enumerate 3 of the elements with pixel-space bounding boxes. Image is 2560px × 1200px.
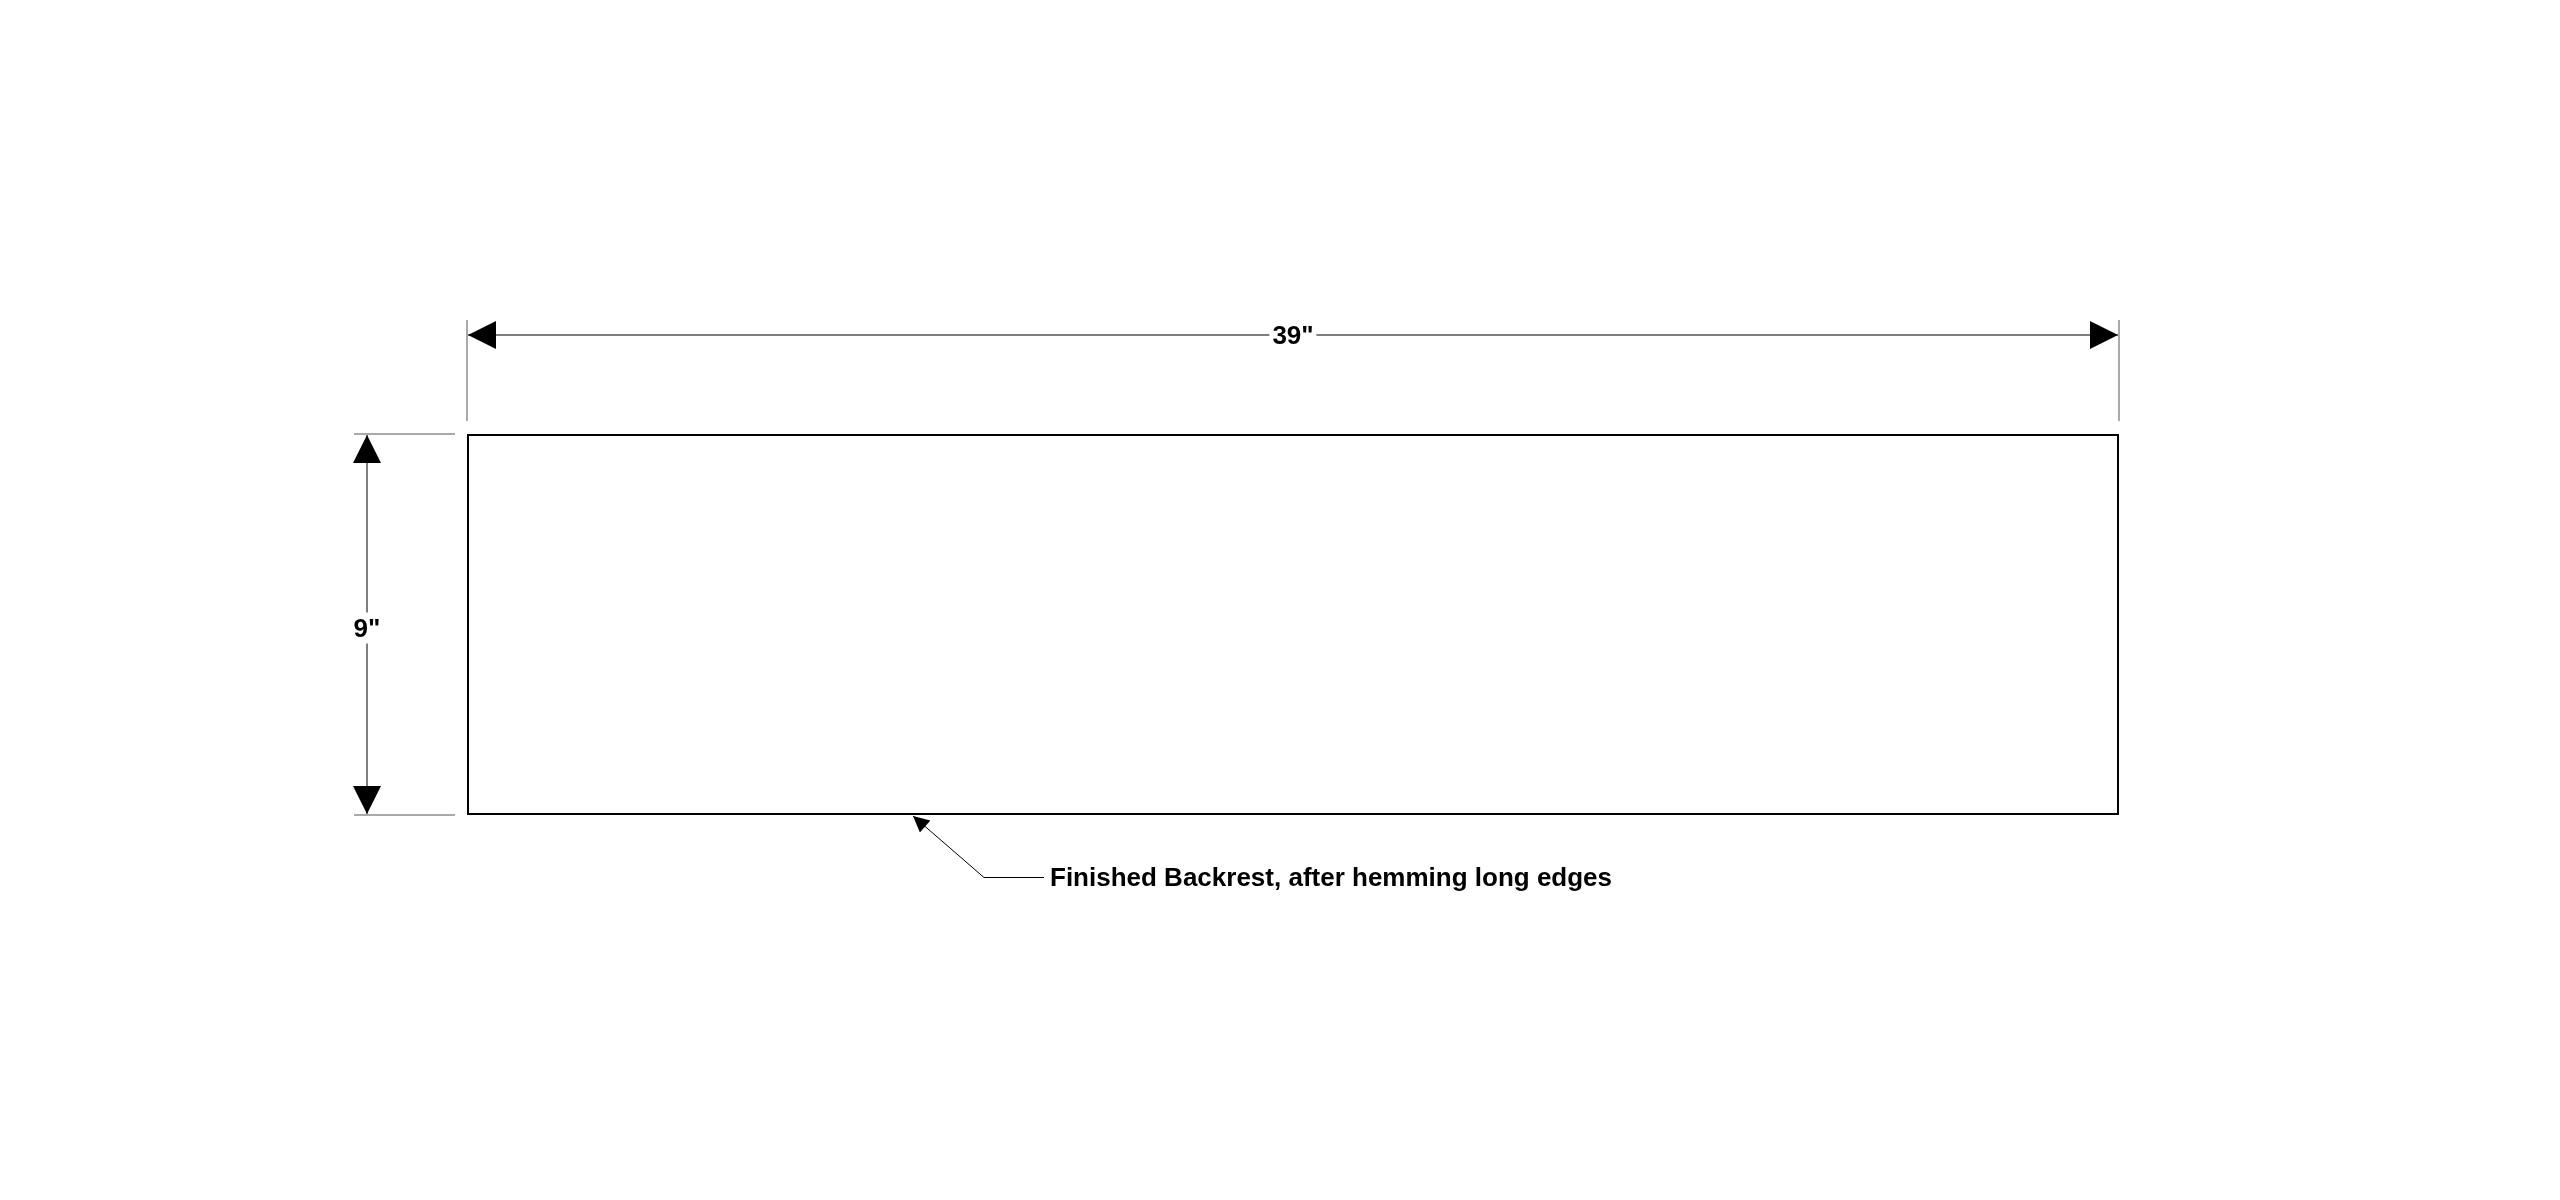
panel-rectangle [467,434,2119,815]
leader-line [912,815,1045,878]
callout-text: Finished Backrest, after hemming long edges [1050,862,1613,893]
